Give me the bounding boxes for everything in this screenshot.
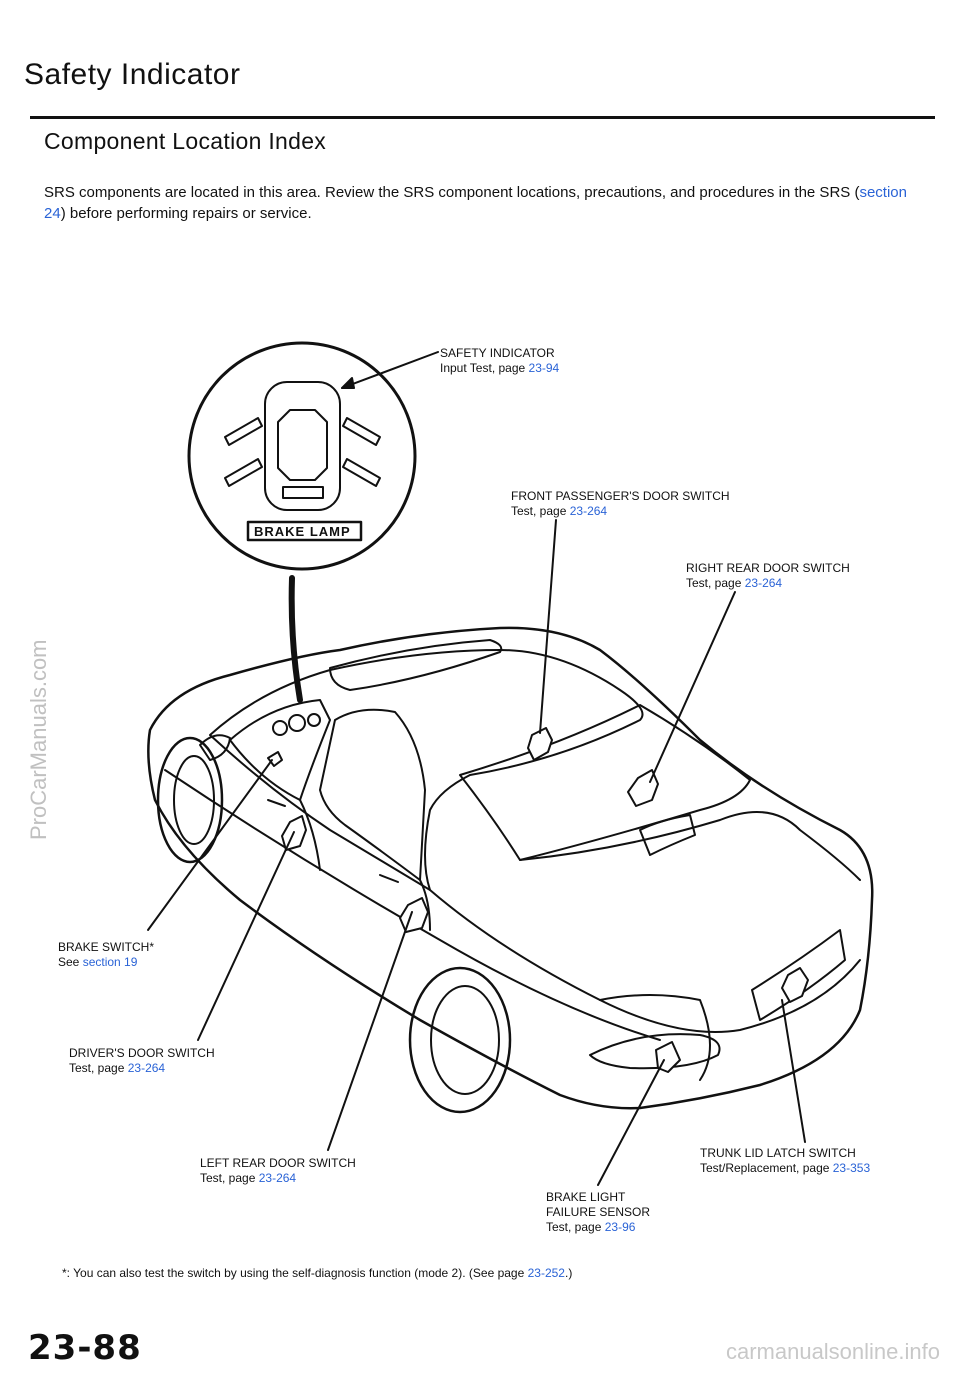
page-23-252-link[interactable]: 23-252 — [527, 1266, 565, 1280]
callout-safety-indicator: SAFETY INDICATOR Input Test, page 23-94 — [440, 346, 560, 375]
page-23-264-link[interactable]: 23-264 — [744, 576, 783, 590]
indicator-magnifier — [187, 341, 417, 571]
callout-drivers-door-switch: DRIVER'S DOOR SWITCH Test, page 23-264 — [69, 1046, 215, 1075]
page-23-94-link[interactable]: 23-94 — [528, 361, 560, 375]
footnote: *: You can also test the switch by using… — [62, 1266, 573, 1280]
intro-text: SRS components are located in this area.… — [44, 184, 860, 201]
section-subtitle: Component Location Index — [44, 128, 327, 154]
intro-text-end: ) before performing repairs or service. — [60, 205, 312, 222]
callout-trunk-lid-latch-switch: TRUNK LID LATCH SWITCH Test/Replacement,… — [700, 1146, 871, 1175]
watermark-left: ProCarManuals.com — [26, 639, 51, 840]
callout-right-rear-door-switch: RIGHT REAR DOOR SWITCH Test, page 23-264 — [686, 561, 850, 590]
section-19-link[interactable]: section 19 — [82, 955, 138, 969]
page-23-264-link[interactable]: 23-264 — [569, 504, 608, 518]
callout-brake-switch: BRAKE SWITCH* See section 19 — [58, 940, 155, 969]
page-23-96-link[interactable]: 23-96 — [604, 1220, 636, 1234]
brake-lamp-box — [246, 520, 363, 542]
car-icon-body — [264, 381, 341, 511]
watermark-bottom: carmanualsonline.info — [725, 1339, 940, 1364]
page-23-264-link[interactable]: 23-264 — [258, 1171, 297, 1185]
brake-switch — [267, 751, 283, 767]
intro-paragraph: SRS components are located in this area.… — [44, 182, 924, 224]
page-23-353-link[interactable]: 23-353 — [832, 1161, 871, 1175]
callout-front-passenger-door-switch: FRONT PASSENGER'S DOOR SWITCH Test, page… — [511, 489, 730, 518]
callout-brake-light-failure-sensor: BRAKE LIGHT FAILURE SENSOR Test, page 23… — [546, 1190, 651, 1234]
page-number: 23-88 — [28, 1328, 142, 1368]
page-23-264-link[interactable]: 23-264 — [127, 1061, 166, 1075]
title-rule — [30, 116, 935, 119]
left-rear-door-switch — [399, 897, 429, 933]
section-24-link[interactable]: section 24 — [44, 184, 907, 222]
brake-lamp-label: BRAKE LAMP — [254, 524, 351, 539]
front-passenger-door-switch — [527, 727, 553, 761]
trunk-lid-switch — [781, 967, 809, 1003]
page-title: Safety Indicator — [24, 58, 241, 91]
callout-left-rear-door-switch: LEFT REAR DOOR SWITCH Test, page 23-264 — [200, 1156, 356, 1185]
